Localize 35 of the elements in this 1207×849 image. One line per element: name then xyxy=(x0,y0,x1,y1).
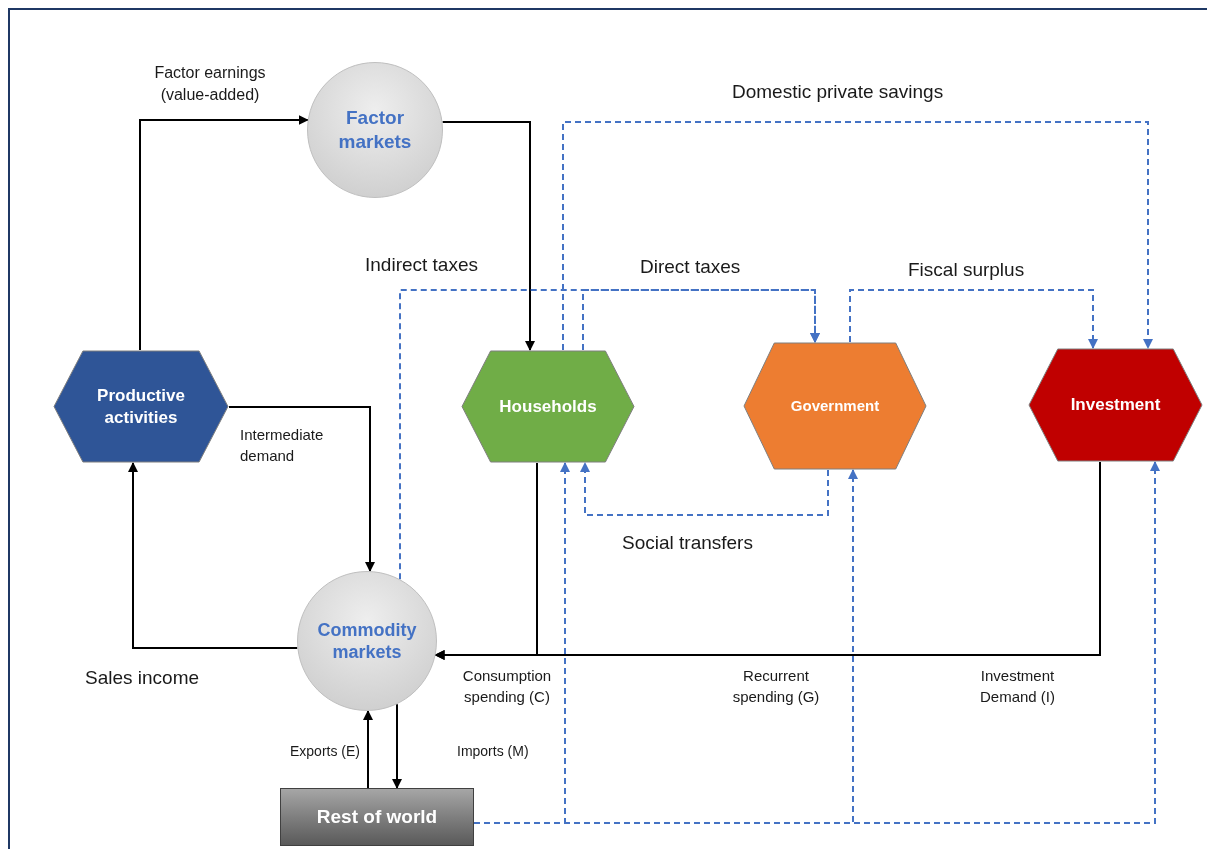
arrow xyxy=(582,289,820,351)
edge-label: Sales income xyxy=(85,666,200,690)
arrow xyxy=(128,462,299,649)
node-label: Households xyxy=(498,395,598,418)
edge-label: Direct taxes xyxy=(640,255,741,279)
edge-label: Domestic private savings xyxy=(732,80,944,104)
arrow xyxy=(392,703,402,789)
sector-hexagon xyxy=(743,342,927,470)
edge-label: Imports (M) xyxy=(457,742,529,761)
node-label: Government xyxy=(789,396,881,416)
edge-label: Fiscal surplus xyxy=(908,258,1025,282)
arrow xyxy=(849,289,1098,349)
edge-label: Factor earnings (value-added) xyxy=(153,63,267,105)
edge-label: Intermediate demand xyxy=(240,425,325,466)
arrow xyxy=(363,710,373,789)
edge-label: Consumption spending (C) xyxy=(461,666,553,707)
edge-label: Exports (E) xyxy=(290,742,360,761)
node-label: Rest of world xyxy=(315,805,439,829)
edge-label: Social transfers xyxy=(622,531,753,555)
edge-label: Indirect taxes xyxy=(365,253,478,277)
node-label: Commodity markets xyxy=(316,618,418,664)
edge-label: Investment Demand (I) xyxy=(979,666,1056,707)
flow-label: Recurrent spending (G) xyxy=(731,666,821,707)
node-label: Productive activities xyxy=(96,385,186,428)
arrow xyxy=(441,121,535,351)
arrow xyxy=(228,406,375,573)
sector-hexagon xyxy=(1028,348,1203,462)
arrow xyxy=(139,115,309,351)
sector-hexagon xyxy=(461,350,635,463)
sector-hexagon xyxy=(53,350,229,463)
arrow xyxy=(580,462,829,516)
node-label: Factor markets xyxy=(337,106,413,154)
arrow xyxy=(562,121,1153,351)
region-box xyxy=(280,788,474,846)
node-label: Investment xyxy=(1069,394,1162,416)
